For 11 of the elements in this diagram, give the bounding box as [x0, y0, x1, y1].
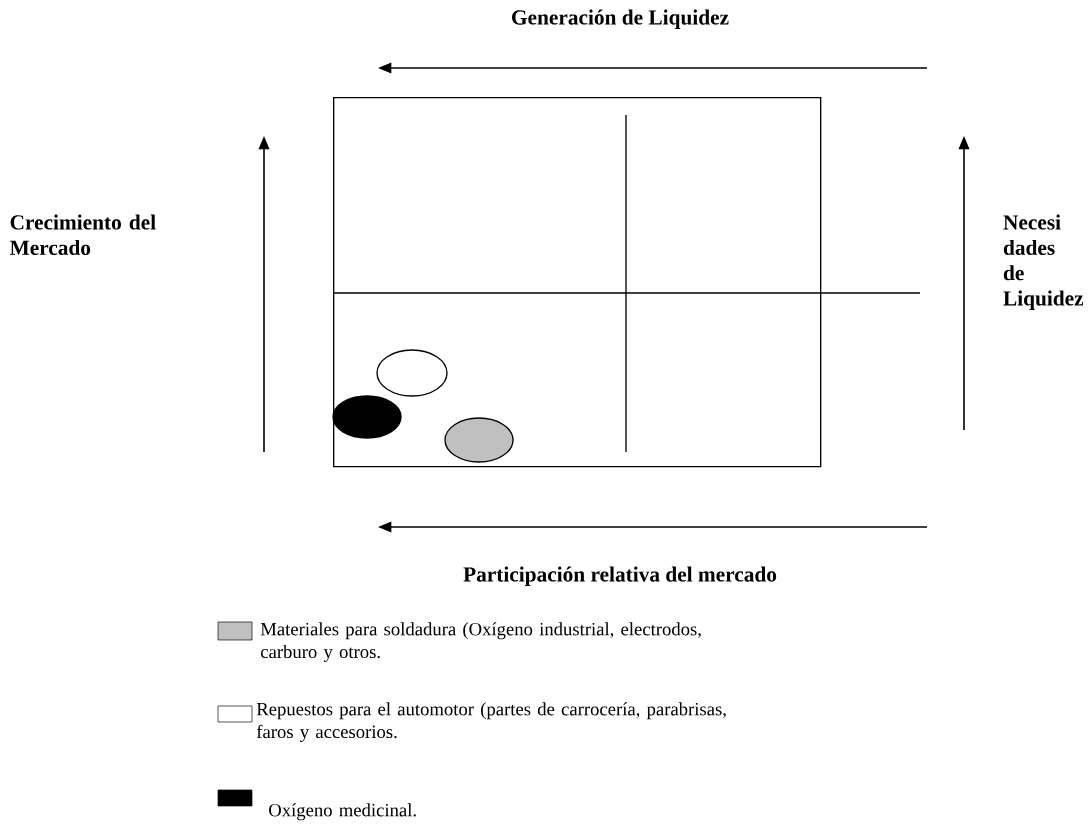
matrix-box	[333, 97, 822, 468]
legend-text: Repuestos para el automotor (partes de carrocería, parabrisas, faros y accesorios.	[256, 702, 726, 742]
legend-text: Oxígeno medicinal.	[269, 803, 416, 821]
ellipse-marker	[376, 349, 448, 397]
axis-label: Participación relativa del mercado	[463, 566, 777, 586]
ellipse-marker	[332, 395, 402, 439]
legend-text: Materiales para soldadura (Oxígeno industrial, electrodos, carburo y otros.	[260, 622, 701, 662]
axis-label: Crecimiento del Mercado	[9, 214, 156, 255]
axis-label: Generación de Liquidez	[512, 9, 729, 29]
axis-label: Necesi dades de Liquidez	[1003, 214, 1084, 310]
ellipse-marker	[444, 417, 514, 463]
